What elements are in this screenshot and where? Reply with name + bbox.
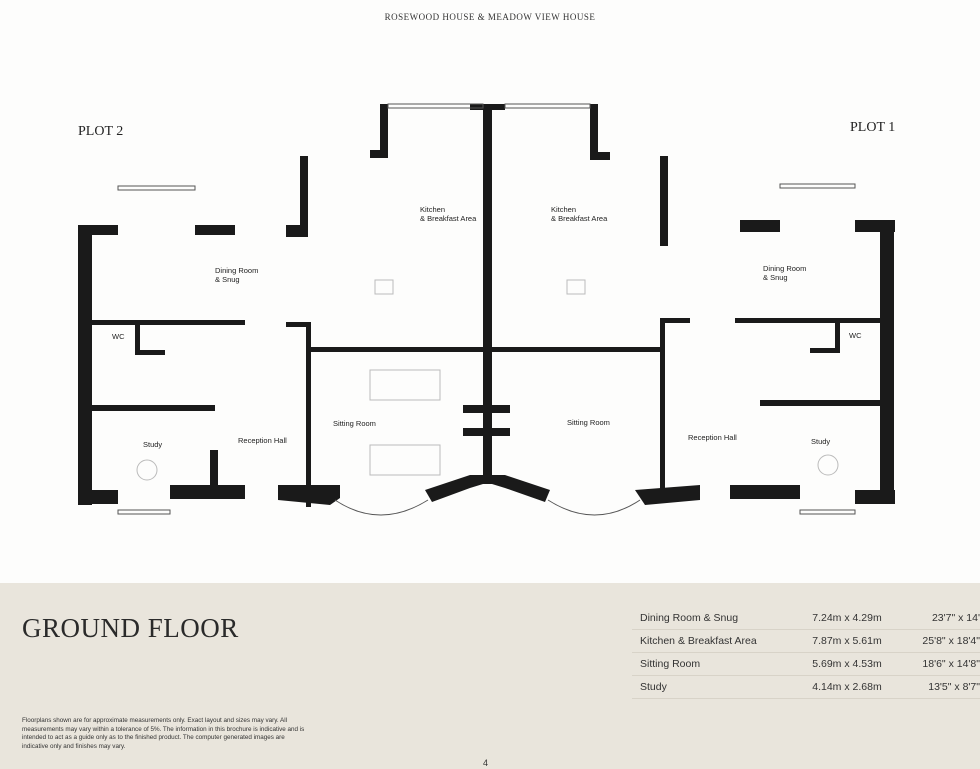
room-name: Sitting Room bbox=[632, 652, 776, 676]
plot1-dining-label: Dining Room& Snug bbox=[763, 264, 806, 282]
room-label-line: & Breakfast Area bbox=[420, 214, 477, 223]
metric-size: 7.24m x 4.29m bbox=[775, 607, 922, 630]
furniture bbox=[136, 279, 839, 481]
plot-2-label: PLOT 2 bbox=[78, 124, 124, 139]
room-label-line: & Snug bbox=[763, 273, 788, 282]
imperial-size: 13'5" x 8'7" bbox=[921, 675, 980, 699]
imperial-size: 25'8" x 18'4" bbox=[921, 629, 980, 653]
metric-size: 5.69m x 4.53m bbox=[775, 652, 922, 676]
walls bbox=[78, 104, 895, 507]
plot2-kitchen-label: Kitchen& Breakfast Area bbox=[420, 205, 476, 223]
room-label-line: & Snug bbox=[215, 275, 240, 284]
metric-size: 7.87m x 5.61m bbox=[775, 629, 922, 653]
disclaimer: Floorplans shown are for approximate mea… bbox=[22, 717, 305, 750]
plot2-sitting-label: Sitting Room bbox=[333, 419, 376, 428]
room-label-line: & Breakfast Area bbox=[551, 214, 608, 223]
room-label-line: Kitchen bbox=[420, 205, 446, 214]
plot2-dining-label: Dining Room& Snug bbox=[215, 266, 258, 284]
imperial-size: 23'7" x 14' bbox=[921, 607, 980, 630]
floor-title: GROUND FLOOR bbox=[22, 613, 239, 643]
windows bbox=[117, 103, 856, 516]
room-name: Study bbox=[632, 675, 776, 699]
plot1-wc-label: WC bbox=[849, 331, 862, 340]
info-panel: GROUND FLOOR Floorplans shown are for ap… bbox=[0, 583, 980, 769]
plot1-reception-label: Reception Hall bbox=[688, 433, 737, 442]
page-number: 4 bbox=[483, 758, 489, 768]
room-label-line: Kitchen bbox=[551, 205, 577, 214]
room-name: Kitchen & Breakfast Area bbox=[632, 629, 776, 653]
floorplan-drawing bbox=[78, 103, 895, 516]
plot2-wc-label: WC bbox=[112, 332, 125, 341]
document-header: ROSEWOOD HOUSE & MEADOW VIEW HOUSE bbox=[384, 12, 596, 22]
room-label-line: Dining Room bbox=[215, 266, 259, 275]
plot1-sitting-label: Sitting Room bbox=[567, 418, 610, 427]
metric-size: 4.14m x 2.68m bbox=[775, 675, 922, 699]
room-name: Dining Room & Snug bbox=[632, 607, 776, 630]
room-label-line: Dining Room bbox=[763, 264, 807, 273]
imperial-size: 18'6" x 14'8" bbox=[921, 652, 980, 676]
plot-1-label: PLOT 1 bbox=[850, 120, 896, 135]
plot2-reception-label: Reception Hall bbox=[238, 436, 287, 445]
plot2-study-label: Study bbox=[143, 440, 163, 449]
plot1-study-label: Study bbox=[811, 437, 831, 446]
plot1-kitchen-label: Kitchen& Breakfast Area bbox=[551, 205, 607, 223]
